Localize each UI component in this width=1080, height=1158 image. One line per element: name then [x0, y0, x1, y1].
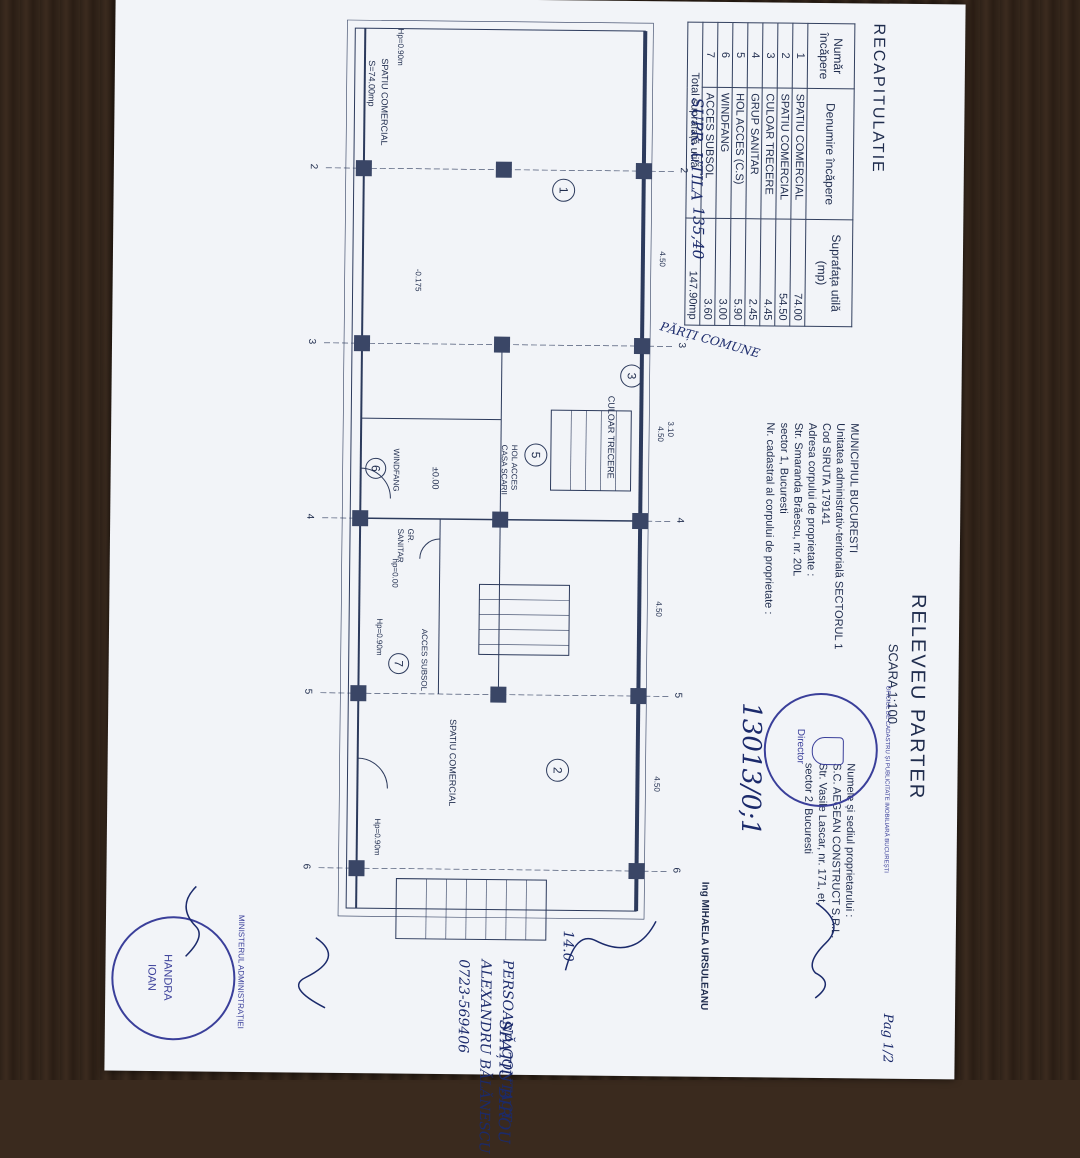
signatures: [185, 885, 835, 1009]
room-circle: [620, 364, 644, 388]
room-circle: [524, 443, 548, 467]
outer-wall-line: [337, 19, 654, 920]
column: [490, 686, 507, 703]
door-swing: [357, 757, 388, 789]
room-circle: [546, 758, 570, 782]
floor-plan: 1 2 3 5 6 7: [316, 19, 674, 941]
column: [348, 860, 365, 877]
room-num: 1: [557, 187, 571, 194]
column: [495, 161, 512, 178]
door-swing: [419, 538, 440, 559]
stair-box-2: [478, 583, 571, 656]
partition-wall: [361, 417, 502, 421]
column: [493, 336, 511, 353]
room-num: 5: [529, 452, 543, 459]
partition-wall: [437, 519, 441, 695]
room-circle: [365, 457, 387, 479]
column: [635, 163, 652, 180]
room-num: 7: [392, 660, 406, 667]
column: [628, 862, 645, 880]
room-circle: [552, 178, 576, 202]
signature-mark: [297, 937, 330, 1009]
signature-mark: [811, 902, 835, 999]
entry-stairs: [395, 878, 547, 941]
column: [632, 513, 649, 530]
stair-box: [549, 409, 632, 492]
column: [633, 338, 651, 355]
room-num: 2: [551, 767, 565, 774]
signature-mark: [564, 920, 657, 971]
column: [630, 688, 647, 705]
rotated-content: RECAPITULATIE Număr încăpere Denumire în…: [104, 0, 965, 1153]
column: [492, 511, 509, 528]
room-circle: [388, 653, 410, 675]
column: [353, 335, 371, 352]
column: [352, 510, 369, 527]
column: [350, 685, 367, 702]
signature-mark: [185, 885, 200, 957]
room-num: 3: [625, 373, 639, 380]
axis-line: [316, 867, 667, 872]
document-sheet: RECAPITULATIE Număr încăpere Denumire în…: [104, 0, 966, 1153]
room-num: 6: [369, 465, 383, 472]
column: [355, 160, 372, 177]
